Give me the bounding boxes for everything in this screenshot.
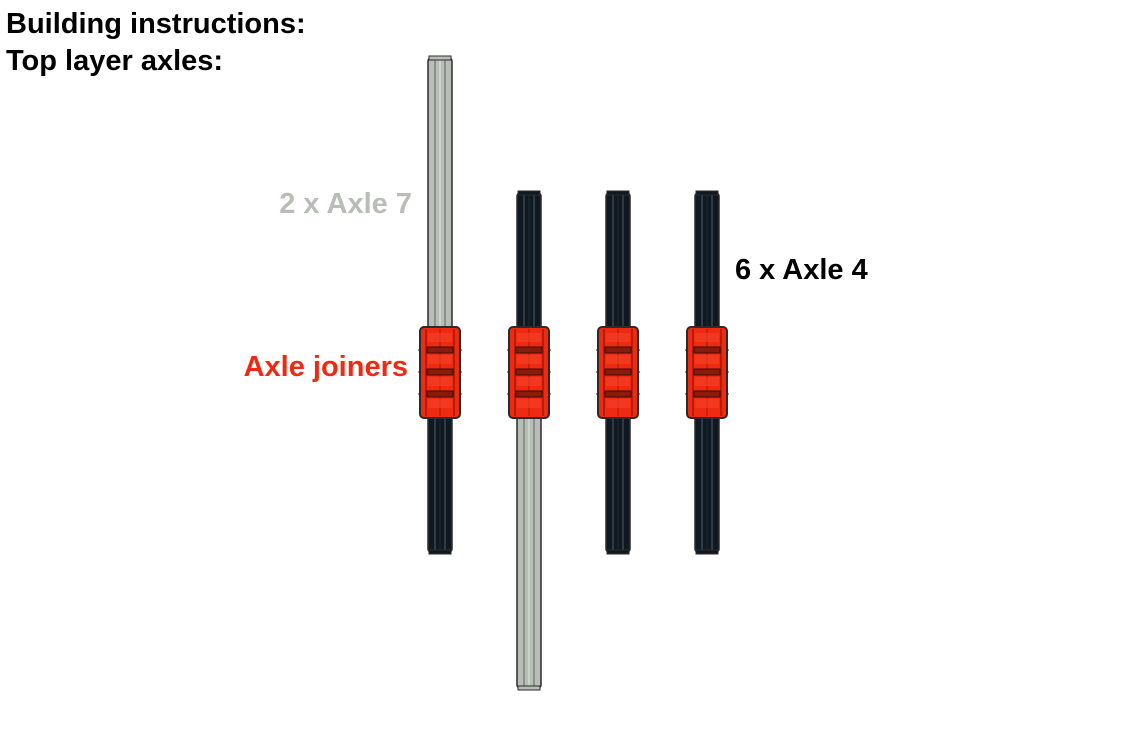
axle7-label: 2 x Axle 7 <box>279 188 412 220</box>
axle-joiner-4 <box>685 326 729 419</box>
axle-bottom-4 <box>694 405 720 555</box>
axle-top-2 <box>516 190 542 340</box>
axle-joiner-3 <box>596 326 640 419</box>
axle-joiner-2 <box>507 326 551 419</box>
axle-top-4 <box>694 190 720 340</box>
axle-top-3 <box>605 190 631 340</box>
page-title: Building instructions: Top layer axles: <box>6 6 306 80</box>
axle-bottom-2 <box>516 405 542 691</box>
axle4-label: 6 x Axle 4 <box>735 254 868 286</box>
axle-joiners-label: Axle joiners <box>243 351 408 383</box>
title-line-2: Top layer axles: <box>6 45 224 77</box>
axle-joiner-1 <box>418 326 462 419</box>
axle-bottom-3 <box>605 405 631 555</box>
axle-top-1 <box>427 55 453 340</box>
axle-bottom-1 <box>427 405 453 555</box>
title-line-1: Building instructions: <box>6 8 306 40</box>
